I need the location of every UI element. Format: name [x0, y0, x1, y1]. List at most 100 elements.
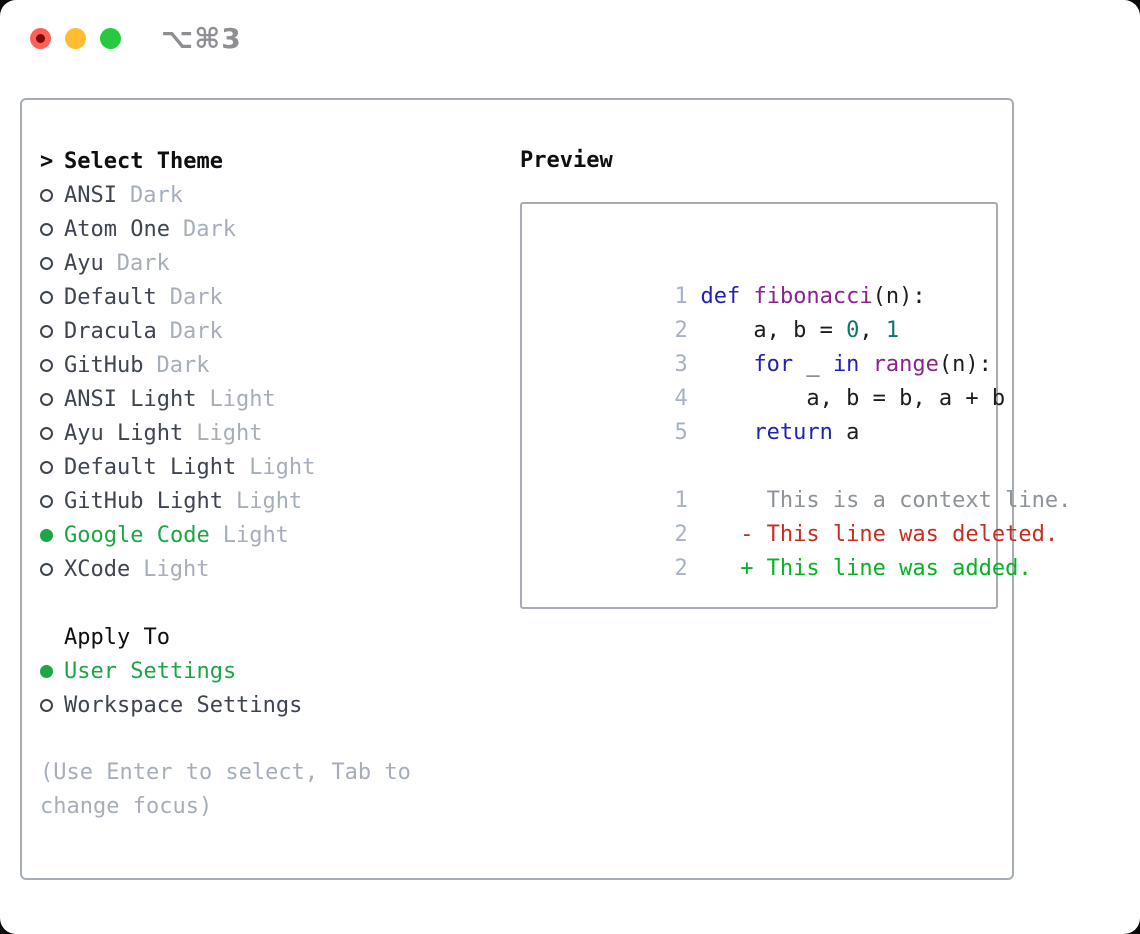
- radio-icon: [40, 698, 53, 712]
- minimize-button[interactable]: [65, 27, 86, 49]
- theme-name: Default Light: [64, 454, 237, 480]
- radio-icon: [40, 392, 53, 406]
- theme-option-google-code-light[interactable]: Google Code Light: [40, 518, 490, 552]
- theme-variant: Dark: [156, 352, 210, 378]
- theme-option-xcode-light[interactable]: XCode Light: [40, 552, 490, 586]
- theme-name: Dracula: [64, 318, 157, 344]
- code-line: 3 for _ in range(n):: [542, 314, 996, 377]
- code-token: [740, 284, 753, 309]
- code-token: [700, 420, 753, 445]
- theme-option-ayu-dark[interactable]: Ayu Dark: [40, 246, 490, 280]
- main-panel: > Select Theme ANSI Dark Atom One Dark A…: [20, 98, 1071, 880]
- code-token: [859, 352, 872, 377]
- radio-icon: [40, 562, 53, 576]
- spacer: [40, 586, 490, 620]
- line-number: 5: [674, 420, 688, 445]
- code-token: def: [700, 284, 741, 309]
- apply-option-label: User Settings: [64, 658, 237, 684]
- radio-icon: [40, 256, 53, 270]
- apply-to-header: Apply To: [40, 620, 490, 654]
- theme-list-section: > Select Theme ANSI Dark Atom One Dark A…: [40, 144, 490, 824]
- line-number: 1: [674, 488, 688, 513]
- apply-option-workspace-settings[interactable]: Workspace Settings: [40, 688, 490, 722]
- code-token: [700, 352, 753, 377]
- theme-name: Google Code: [64, 522, 210, 548]
- line-number: 4: [674, 386, 688, 411]
- close-dot-icon: [36, 33, 45, 43]
- theme-name: GitHub: [64, 352, 144, 378]
- radio-icon: [40, 222, 53, 236]
- theme-variant: Dark: [182, 216, 236, 242]
- code-line: 5 return a: [542, 382, 996, 445]
- theme-variant: Dark: [116, 250, 170, 276]
- code-token: a: [832, 420, 860, 445]
- theme-option-ayu-light[interactable]: Ayu Light Light: [40, 416, 490, 450]
- code-token: for: [753, 352, 794, 377]
- line-number: 2: [674, 318, 688, 343]
- apply-option-user-settings[interactable]: User Settings: [40, 654, 490, 688]
- theme-name: XCode: [64, 556, 131, 582]
- hint-text: (Use Enter to select, Tab to change focu…: [40, 760, 411, 819]
- theme-variant: Light: [196, 420, 263, 446]
- code-token: a, b = b, a + b: [700, 386, 1006, 411]
- radio-selected-icon: [40, 664, 53, 678]
- theme-option-atom-one-dark[interactable]: Atom One Dark: [40, 212, 490, 246]
- theme-option-default-light[interactable]: Default Light Light: [40, 450, 490, 484]
- radio-icon: [40, 358, 53, 372]
- theme-variant: Dark: [169, 284, 223, 310]
- code-token: (n):: [872, 284, 926, 309]
- code-token: ,: [859, 318, 886, 343]
- diff-added-line: 2 + This line was added.: [542, 518, 1031, 581]
- line-number: 1: [674, 284, 688, 309]
- diff-text: + This line was added.: [700, 556, 1032, 581]
- code-token: 1: [885, 318, 900, 343]
- theme-list-title: Select Theme: [64, 148, 223, 174]
- keyboard-shortcut-label: ⌥⌘3: [161, 21, 242, 55]
- code-line: 1 def fibonacci(n):: [542, 246, 996, 309]
- theme-option-ansi-dark[interactable]: ANSI Dark: [40, 178, 490, 212]
- radio-icon: [40, 494, 53, 508]
- theme-option-ansi-light[interactable]: ANSI Light Light: [40, 382, 490, 416]
- code-token: fibonacci: [753, 284, 873, 309]
- theme-name: Atom One: [64, 216, 170, 242]
- code-token: _: [793, 352, 833, 377]
- theme-name: ANSI: [64, 182, 117, 208]
- diff-text: This is a context line.: [700, 488, 1072, 513]
- code-token: (n):: [938, 352, 992, 377]
- theme-name: Default: [64, 284, 157, 310]
- line-number: 2: [674, 522, 688, 547]
- code-token: range: [872, 352, 939, 377]
- diff-deleted-line: 2 - This line was deleted.: [542, 484, 1058, 547]
- theme-option-github-dark[interactable]: GitHub Dark: [40, 348, 490, 382]
- apply-option-label: Workspace Settings: [64, 692, 303, 718]
- theme-option-default-dark[interactable]: Default Dark: [40, 280, 490, 314]
- theme-option-dracula-dark[interactable]: Dracula Dark: [40, 314, 490, 348]
- line-number: 2: [674, 556, 688, 581]
- code-token: in: [832, 352, 860, 377]
- radio-selected-icon: [40, 528, 53, 542]
- diff-text: - This line was deleted.: [700, 522, 1059, 547]
- theme-name: Ayu: [64, 250, 104, 276]
- code-token: 0: [846, 318, 860, 343]
- theme-variant: Light: [249, 454, 316, 480]
- code-line: 4 a, b = b, a + b: [542, 348, 1005, 411]
- radio-icon: [40, 290, 53, 304]
- line-number: 3: [674, 352, 688, 377]
- apply-to-title: Apply To: [64, 624, 170, 650]
- titlebar: ⌥⌘3: [30, 22, 242, 55]
- theme-variant: Dark: [129, 182, 183, 208]
- radio-icon: [40, 324, 53, 338]
- zoom-button[interactable]: [100, 27, 121, 49]
- theme-option-github-light[interactable]: GitHub Light Light: [40, 484, 490, 518]
- radio-icon: [40, 460, 53, 474]
- close-button[interactable]: [30, 27, 51, 49]
- radio-icon: [40, 426, 53, 440]
- preview-title: Preview: [520, 148, 613, 173]
- theme-name: GitHub Light: [64, 488, 223, 514]
- diff-context-line: 1 This is a context line.: [542, 450, 1071, 513]
- theme-variant: Light: [235, 488, 303, 514]
- theme-variant: Light: [209, 386, 276, 412]
